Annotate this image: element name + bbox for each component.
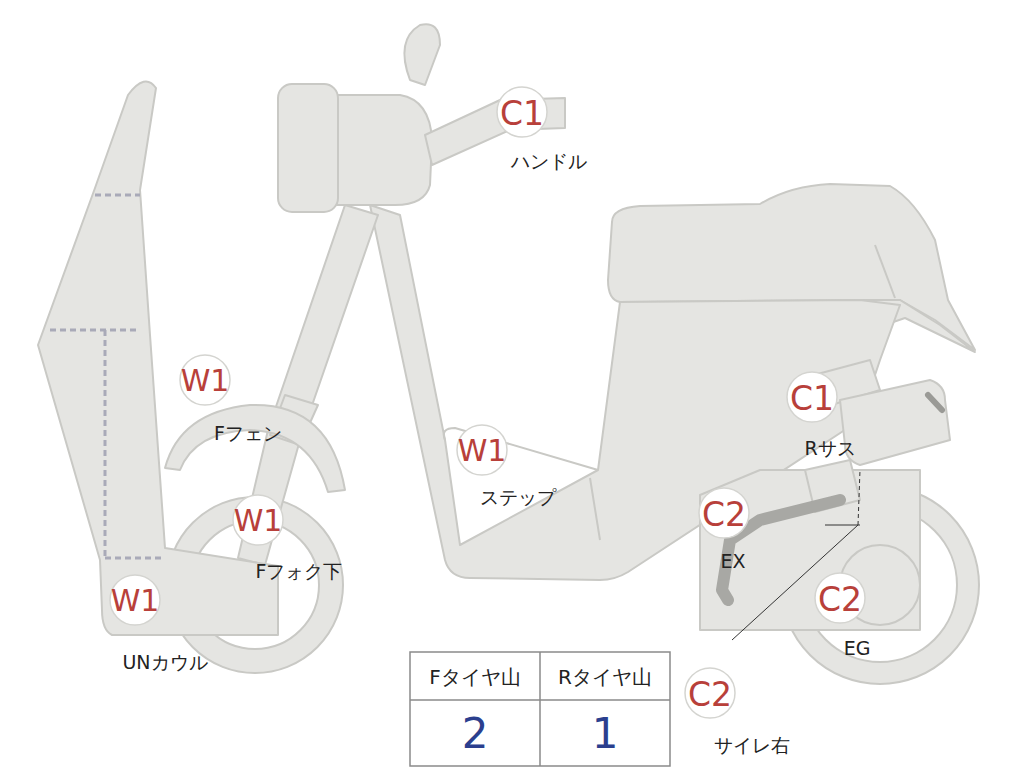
part-name: Fフェン (214, 424, 282, 443)
front-cowl (38, 81, 278, 635)
callout-number: W1 (234, 506, 283, 536)
shock-bolt (928, 395, 942, 410)
part-name: EX (720, 552, 745, 571)
callout-number: C2 (702, 498, 746, 531)
callout: C1Rサス (785, 370, 839, 424)
callout: W1Fフェン (178, 353, 232, 407)
callout-number: C2 (688, 678, 732, 711)
callout-number: W1 (181, 366, 230, 396)
step-seam (590, 478, 600, 540)
callout: C2サイレ右 (683, 666, 737, 720)
callout: W1ステップ (455, 423, 509, 477)
callout: C2EG (813, 571, 867, 625)
callout: C2EX (697, 486, 751, 540)
table-header: Fタイヤ山 (429, 667, 521, 687)
mirror (404, 24, 440, 85)
part-name: サイレ右 (714, 736, 790, 755)
part-name: UNカウル (122, 653, 207, 672)
front-fender (165, 405, 345, 492)
cowl-seams (50, 195, 165, 558)
callout-number: W1 (111, 586, 160, 616)
headlight (278, 84, 338, 212)
callout: W1UNカウル (108, 573, 162, 627)
callout: C1ハンドル (495, 85, 549, 139)
table-header: Rタイヤ山 (558, 667, 652, 687)
callout-number: C1 (500, 97, 544, 130)
table-value: 2 (462, 713, 489, 755)
table-value: 1 (592, 713, 619, 755)
part-name: Rサス (804, 439, 855, 458)
part-name: Fフォク下 (256, 562, 343, 581)
callout-number: W1 (458, 436, 507, 466)
part-name: ハンドル (511, 152, 587, 171)
seat-line (875, 245, 895, 298)
tread-table (410, 652, 670, 766)
callout-number: C1 (790, 382, 834, 415)
part-name: ステップ (480, 488, 556, 507)
callout: W1Fフォク下 (231, 493, 285, 547)
callout-number: C2 (818, 583, 862, 616)
part-name: EG (844, 639, 871, 658)
rear-shock-body (840, 380, 950, 465)
